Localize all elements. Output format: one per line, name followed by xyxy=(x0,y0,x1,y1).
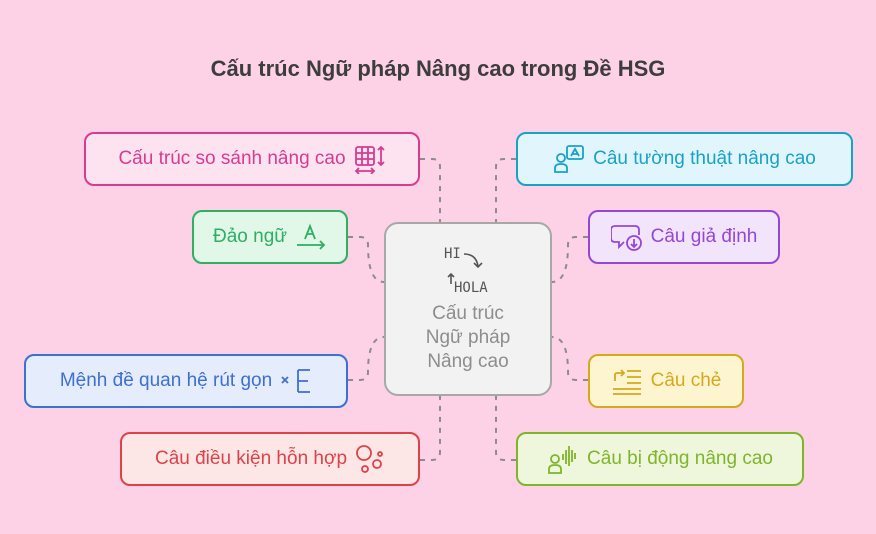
node-label: Mệnh đề quan hệ rút gọn xyxy=(59,370,273,391)
split-lines-icon xyxy=(612,369,641,395)
node-passive-voice[interactable]: Câu bị động nâng cao xyxy=(516,432,804,486)
table-resize-icon xyxy=(354,145,385,174)
hola-text: HOLA xyxy=(454,280,488,296)
diagram-title: Cấu trúc Ngữ pháp Nâng cao trong Đề HSG xyxy=(210,56,666,81)
thought-bubble-icon xyxy=(610,225,642,251)
central-topic-node[interactable]: HI HOLA Cấu trúc Ngữ pháp Nâng cao xyxy=(384,222,552,396)
node-label: Đảo ngữ xyxy=(213,226,287,247)
speaker-a-icon xyxy=(554,145,585,173)
hello-translate-icon: HI HOLA xyxy=(386,224,550,304)
central-topic-text: Cấu trúc Ngữ pháp Nâng cao xyxy=(386,302,550,374)
node-label: Cấu trúc so sánh nâng cao xyxy=(118,148,346,169)
node-label: Câu bị động nâng cao xyxy=(587,448,773,469)
central-line-3: Nâng cao xyxy=(427,351,509,372)
letter-a-arrow-icon xyxy=(297,223,326,250)
node-label: Câu giả định xyxy=(650,226,758,247)
node-inversion[interactable]: Đảo ngữ xyxy=(192,210,348,264)
voice-wave-icon xyxy=(548,446,576,474)
central-line-1: Cấu trúc xyxy=(432,303,504,324)
swap-arrows-icon xyxy=(447,253,483,284)
node-reduced-relative-clauses[interactable]: Mệnh đề quan hệ rút gọn xyxy=(24,354,348,408)
collapse-list-icon xyxy=(281,369,311,393)
node-reported-speech[interactable]: Câu tường thuật nâng cao xyxy=(516,132,853,186)
node-cleft-sentences[interactable]: Câu chẻ xyxy=(588,354,744,408)
hi-text: HI xyxy=(444,246,461,262)
central-line-2: Ngữ pháp xyxy=(425,327,511,348)
node-comparison-structures[interactable]: Cấu trúc so sánh nâng cao xyxy=(84,132,420,186)
node-label: Câu tường thuật nâng cao xyxy=(593,148,816,169)
node-label: Câu điều kiện hỗn hợp xyxy=(154,448,348,469)
node-label: Câu chẻ xyxy=(650,370,722,391)
circles-icon xyxy=(356,445,383,473)
node-mixed-conditionals[interactable]: Câu điều kiện hỗn hợp xyxy=(120,432,420,486)
node-subjunctive[interactable]: Câu giả định xyxy=(588,210,780,264)
